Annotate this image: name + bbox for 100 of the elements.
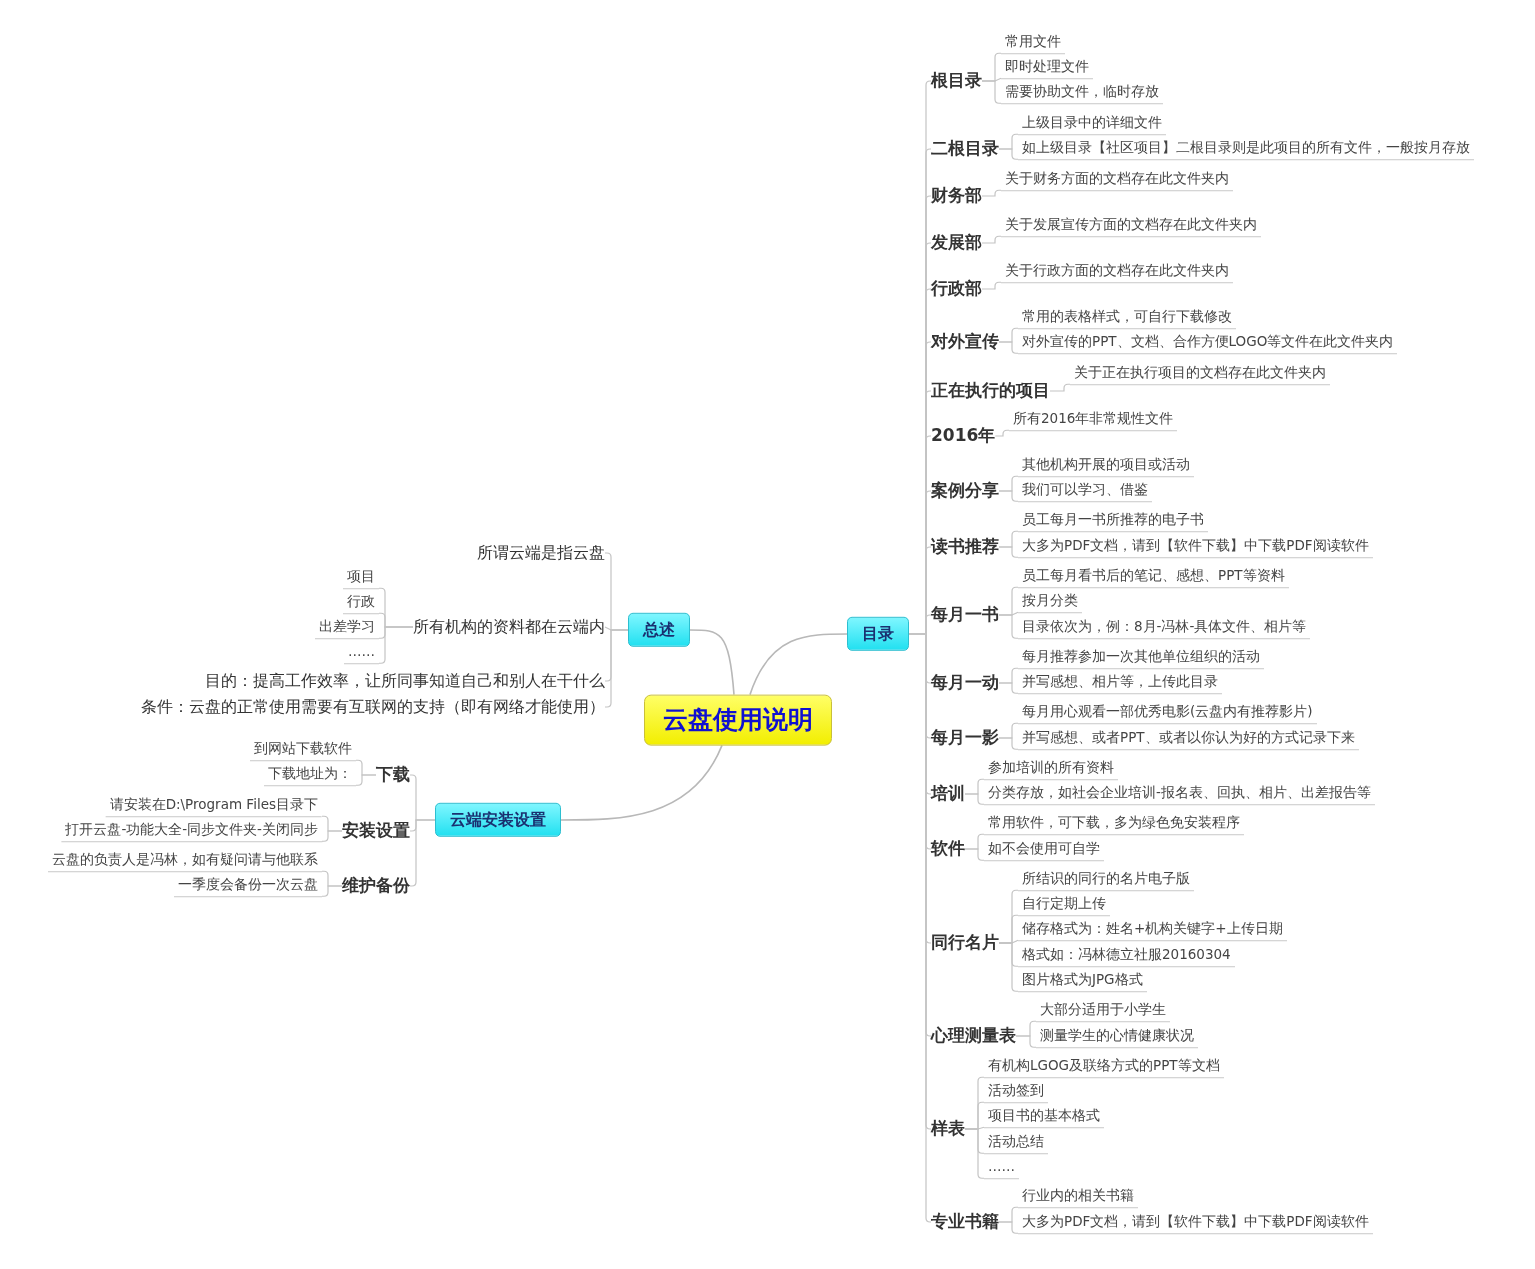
branch-line xyxy=(378,626,414,664)
central-topic-box: 云盘使用说明 xyxy=(644,694,832,746)
subtopic-text: 每月一影 xyxy=(931,728,999,748)
note-text: 到网站下载软件 xyxy=(250,741,356,761)
branch-line xyxy=(1049,383,1071,392)
note-text: 出差学习 xyxy=(315,619,379,639)
note-text: 项目 xyxy=(343,569,379,589)
branch-line xyxy=(981,80,1002,104)
note-text: 如上级目录【社区项目】二根目录则是此项目的所有文件，一般按月存放 xyxy=(1018,140,1474,160)
note-text: 所有2016年非常规性文件 xyxy=(1009,411,1178,431)
branch-text: 目的：提高工作效率，让所同事知道自己和别人在干什么 xyxy=(205,671,605,691)
branch-line xyxy=(560,744,723,821)
note-text: 员工每月看书后的笔记、感想、PPT等资料 xyxy=(1018,568,1289,588)
branch-text: 条件：云盘的正常使用需要有互联网的支持（即有网络才能使用） xyxy=(141,697,605,717)
note-text: 格式如：冯林德立社服20160304 xyxy=(1018,947,1235,967)
branch-line xyxy=(1015,1035,1037,1048)
note-text: 员工每月一书所推荐的电子书 xyxy=(1018,512,1208,532)
note-text: 上级目录中的详细文件 xyxy=(1018,115,1166,135)
note-text: 常用软件，可下载，多为绿色免安装程序 xyxy=(984,815,1244,835)
note-text: 项目书的基本格式 xyxy=(984,1108,1104,1128)
branch-line xyxy=(689,629,735,696)
subtopic-text: 每月一动 xyxy=(931,673,999,693)
note-text: 请安装在D:\Program Files目录下 xyxy=(105,797,322,817)
subtopic-text: 2016年 xyxy=(931,426,996,446)
note-text: 需要协助文件，临时存放 xyxy=(1001,84,1163,104)
note-text: 行政 xyxy=(343,594,379,614)
note-text: 目录依次为，例：8月-冯林-具体文件、相片等 xyxy=(1018,619,1311,639)
note-text: 自行定期上传 xyxy=(1018,896,1110,916)
subtopic-text: 同行名片 xyxy=(931,933,999,953)
subtopic-text: 根目录 xyxy=(931,71,982,91)
note-text: 每月用心观看一部优秀电影(云盘内有推荐影片) xyxy=(1018,704,1317,724)
note-text: 并写感想、或者PPT、或者以你认为好的方式记录下来 xyxy=(1018,730,1359,750)
note-text: 分类存放，如社会企业培训-报名表、回执、相片、出差报告等 xyxy=(984,785,1375,805)
note-text: 参加培训的所有资料 xyxy=(984,760,1118,780)
note-text: 行业内的相关书籍 xyxy=(1018,1188,1138,1208)
note-text: 活动签到 xyxy=(984,1083,1048,1103)
topic-box: 目录 xyxy=(847,616,909,652)
subtopic-text: 下载 xyxy=(376,765,410,785)
note-text: 关于行政方面的文档存在此文件夹内 xyxy=(1001,263,1233,283)
note-text: 图片格式为JPG格式 xyxy=(1018,972,1147,992)
subtopic-text: 正在执行的项目 xyxy=(931,381,1050,401)
note-text: 即时处理文件 xyxy=(1001,59,1093,79)
note-text: 我们可以学习、借鉴 xyxy=(1018,482,1152,502)
branch-line xyxy=(964,848,985,861)
subtopic-text: 安装设置 xyxy=(342,821,410,841)
subtopic-text: 财务部 xyxy=(931,186,982,206)
subtopic-text: 软件 xyxy=(931,839,965,859)
subtopic-text: 读书推荐 xyxy=(931,537,999,557)
subtopic-text: 对外宣传 xyxy=(931,332,999,352)
subtopic-text: 心理测量表 xyxy=(931,1026,1016,1046)
note-text: 打开云盘-功能大全-同步文件夹-关闭同步 xyxy=(61,822,322,842)
subtopic-text: 每月一书 xyxy=(931,605,999,625)
branch-text: 所谓云端是指云盘 xyxy=(477,543,605,563)
branch-line xyxy=(998,614,1019,639)
branch-line xyxy=(749,633,848,696)
subtopic-text: 维护备份 xyxy=(342,876,410,896)
branch-line xyxy=(981,189,1002,197)
note-text: 储存格式为：姓名+机构关键字+上传日期 xyxy=(1018,921,1287,941)
note-text: 对外宣传的PPT、文档、合作方便LOGO等文件在此文件夹内 xyxy=(1018,334,1398,354)
branch-line xyxy=(321,885,343,897)
branch-line xyxy=(981,281,1002,290)
topic-box: 云端安装设置 xyxy=(435,802,561,838)
note-text: 按月分类 xyxy=(1018,593,1082,613)
branch-line xyxy=(998,682,1019,694)
note-text: 大部分适用于小学生 xyxy=(1036,1002,1170,1022)
branch-line xyxy=(998,148,1019,160)
subtopic-text: 发展部 xyxy=(931,233,982,253)
note-text: 一季度会备份一次云盘 xyxy=(174,877,322,897)
note-text: 常用文件 xyxy=(1001,34,1065,54)
branch-line xyxy=(998,942,1019,992)
note-text: 关于正在执行项目的文档存在此文件夹内 xyxy=(1070,365,1330,385)
note-text: 有机构LGOG及联络方式的PPT等文档 xyxy=(984,1058,1224,1078)
note-text: 关于财务方面的文档存在此文件夹内 xyxy=(1001,171,1233,191)
note-text: 测量学生的心情健康状况 xyxy=(1036,1028,1198,1048)
note-text: …… xyxy=(344,644,379,664)
subtopic-text: 专业书籍 xyxy=(931,1212,999,1232)
note-text: 大多为PDF文档，请到【软件下载】中下载PDF阅读软件 xyxy=(1018,1214,1373,1234)
note-text: 每月推荐参加一次其他单位组织的活动 xyxy=(1018,649,1264,669)
topic-box: 总述 xyxy=(628,612,690,648)
branch-line xyxy=(998,341,1019,354)
branch-line xyxy=(998,1221,1019,1234)
note-text: 常用的表格样式，可自行下载修改 xyxy=(1018,309,1236,329)
branch-line xyxy=(964,793,985,805)
branch-line xyxy=(994,429,1010,437)
branch-text: 所有机构的资料都在云端内 xyxy=(413,617,605,637)
subtopic-text: 案例分享 xyxy=(931,481,999,501)
note-text: …… xyxy=(984,1159,1019,1179)
branch-line xyxy=(998,546,1019,558)
note-text: 云盘的负责人是冯林，如有疑问请与他联系 xyxy=(48,852,322,872)
note-text: 活动总结 xyxy=(984,1134,1048,1154)
note-text: 其他机构开展的项目或活动 xyxy=(1018,457,1194,477)
branch-line xyxy=(998,737,1019,750)
branch-line xyxy=(964,1128,985,1179)
subtopic-text: 样表 xyxy=(931,1119,965,1139)
note-text: 下载地址为： xyxy=(264,766,356,786)
subtopic-text: 二根目录 xyxy=(931,139,999,159)
subtopic-text: 培训 xyxy=(931,784,965,804)
note-text: 如不会使用可自学 xyxy=(984,841,1104,861)
note-text: 关于发展宣传方面的文档存在此文件夹内 xyxy=(1001,217,1261,237)
branch-line xyxy=(998,490,1019,502)
